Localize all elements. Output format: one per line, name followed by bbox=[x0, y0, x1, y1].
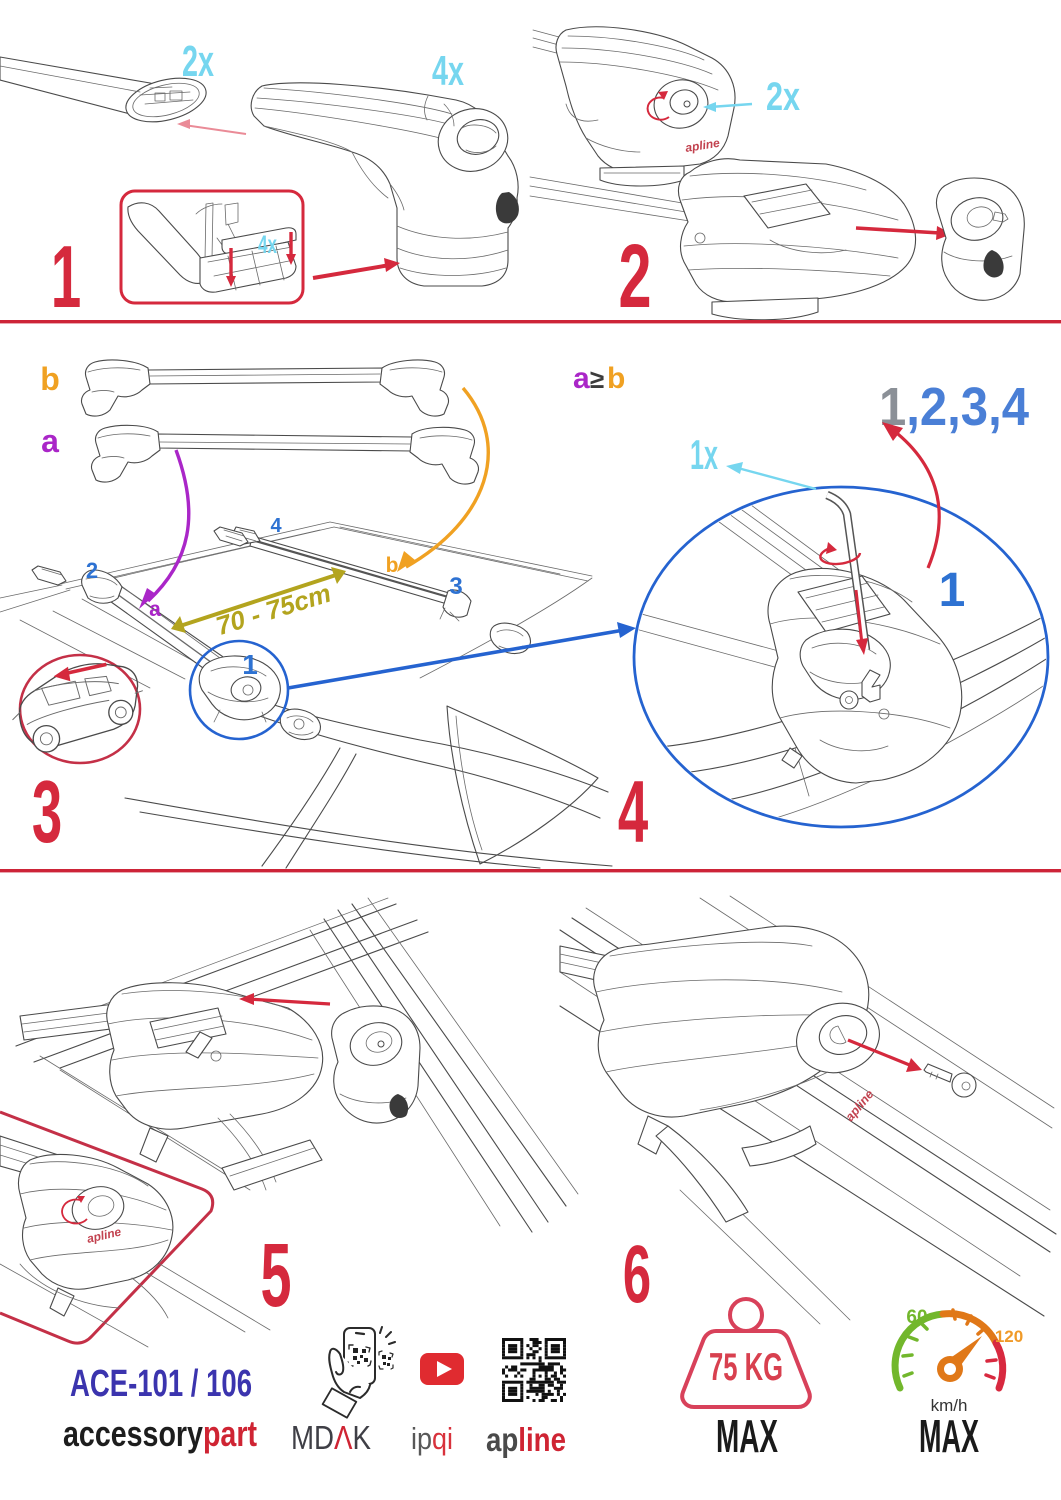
svg-text:km/h: km/h bbox=[931, 1396, 968, 1415]
svg-text:75 KG: 75 KG bbox=[709, 1346, 783, 1389]
svg-text:4: 4 bbox=[618, 763, 649, 862]
svg-text:3: 3 bbox=[32, 763, 62, 862]
svg-text:≥: ≥ bbox=[590, 364, 604, 394]
svg-text:b: b bbox=[40, 361, 60, 397]
svg-text:4x: 4x bbox=[432, 47, 464, 94]
svg-text:60: 60 bbox=[906, 1307, 927, 1328]
svg-text:b: b bbox=[386, 554, 399, 577]
svg-text:5: 5 bbox=[260, 1224, 291, 1325]
svg-text:2: 2 bbox=[86, 558, 98, 583]
svg-text:70 - 75cm: 70 - 75cm bbox=[212, 578, 334, 641]
svg-text:accessorypart: accessorypart bbox=[63, 1413, 257, 1454]
svg-text:2x: 2x bbox=[182, 37, 214, 86]
svg-text:MAX: MAX bbox=[716, 1410, 778, 1462]
svg-text:a: a bbox=[149, 598, 161, 621]
svg-text:3: 3 bbox=[449, 573, 462, 600]
svg-text:ACE-101 / 106: ACE-101 / 106 bbox=[70, 1363, 252, 1405]
svg-text:a: a bbox=[573, 362, 590, 395]
svg-text:b: b bbox=[607, 362, 625, 395]
svg-text:a: a bbox=[41, 423, 59, 459]
svg-text:1: 1 bbox=[51, 228, 81, 327]
svg-text:MDΛK: MDΛK bbox=[291, 1419, 371, 1456]
svg-text:apline: apline bbox=[684, 136, 721, 155]
svg-text:MAX: MAX bbox=[919, 1410, 979, 1462]
svg-text:2: 2 bbox=[618, 227, 651, 327]
svg-text:4: 4 bbox=[270, 515, 282, 537]
svg-text:4x: 4x bbox=[258, 231, 277, 259]
svg-text:ipqi: ipqi bbox=[411, 1421, 453, 1456]
svg-text:120: 120 bbox=[995, 1327, 1023, 1346]
svg-text:apline: apline bbox=[486, 1421, 566, 1458]
svg-text:6: 6 bbox=[623, 1229, 651, 1320]
svg-text:1,2,3,4: 1,2,3,4 bbox=[879, 377, 1029, 437]
svg-text:apline: apline bbox=[843, 1087, 877, 1124]
svg-text:1: 1 bbox=[939, 564, 966, 617]
svg-text:2x: 2x bbox=[766, 75, 800, 119]
svg-text:1x: 1x bbox=[690, 431, 718, 478]
svg-text:1: 1 bbox=[242, 649, 258, 680]
